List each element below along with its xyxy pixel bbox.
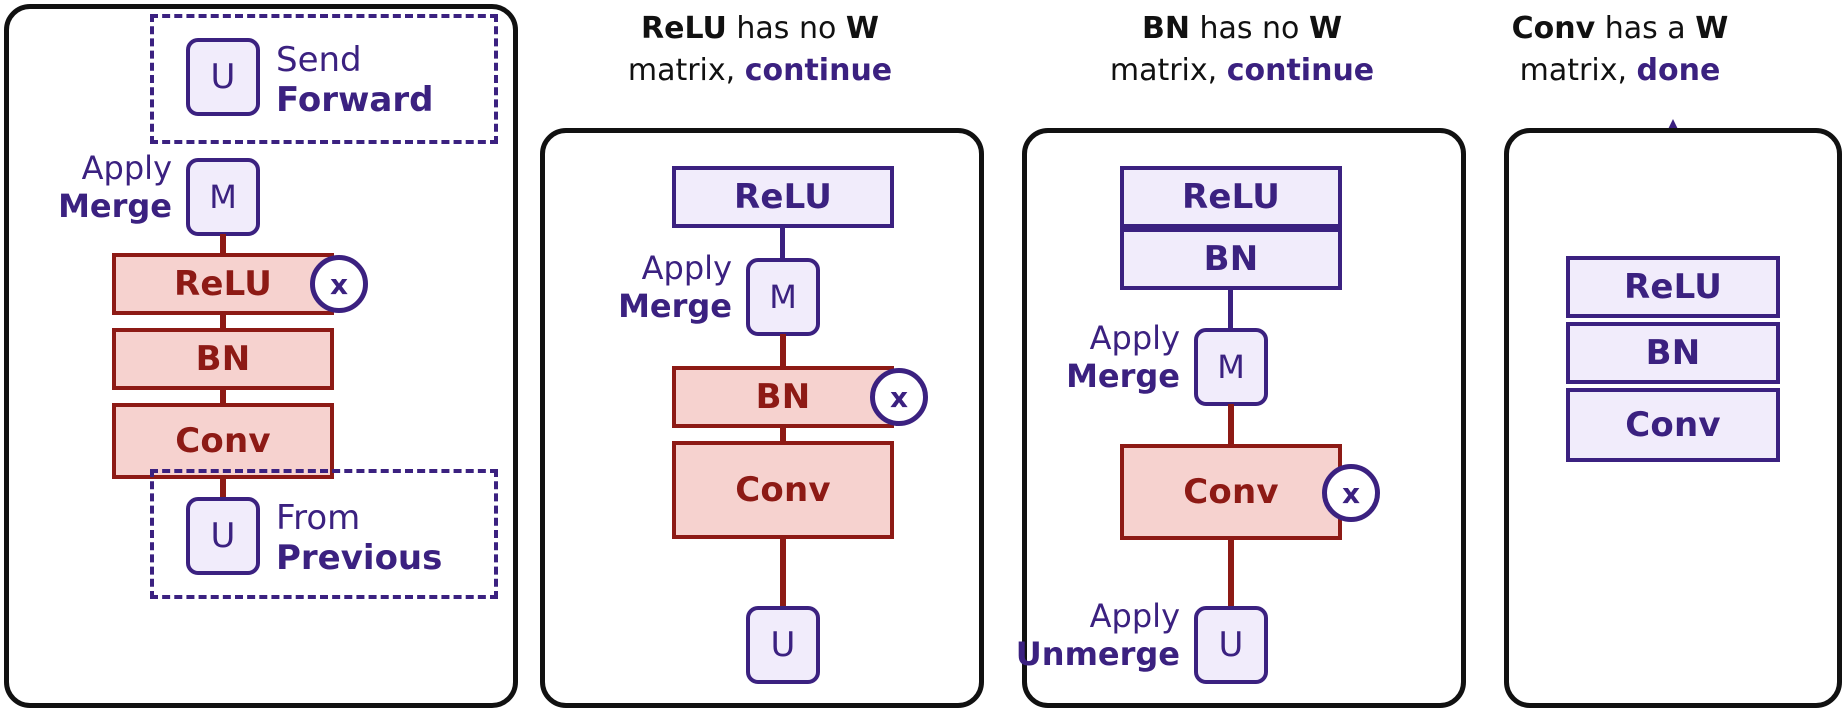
panel2-apply-merge-label: Apply Merge bbox=[570, 249, 732, 326]
panel3-apply-unmerge-line1: Apply bbox=[1089, 597, 1180, 635]
panel3-apply-unmerge-label: Apply Unmerge bbox=[1002, 597, 1180, 674]
panel1-wire-relu-to-bn bbox=[220, 313, 226, 331]
panel3-apply-merge-line2: Merge bbox=[1066, 356, 1180, 395]
panel1-layer-conv[interactable]: Conv bbox=[112, 403, 334, 479]
panel3-wire-bn-to-m bbox=[1228, 288, 1233, 330]
panel-2-caption-line2: matrix, continue bbox=[540, 50, 980, 92]
panel1-wire-m-to-relu bbox=[220, 234, 226, 256]
send-forward-unit-u[interactable]: U bbox=[186, 38, 260, 116]
panel-4-caption-rest1: has a bbox=[1595, 11, 1696, 46]
panel3-multiply-node[interactable]: x bbox=[1322, 464, 1380, 522]
panel3-layer-bn[interactable]: BN bbox=[1120, 228, 1342, 290]
panel4-layer-bn[interactable]: BN bbox=[1566, 322, 1780, 384]
apply-merge-line2: Merge bbox=[58, 186, 172, 225]
panel-3-caption-accent: continue bbox=[1226, 53, 1375, 88]
from-previous-unit-u[interactable]: U bbox=[186, 497, 260, 575]
panel-3-caption-rest1: has no bbox=[1189, 11, 1309, 46]
panel1-layer-bn[interactable]: BN bbox=[112, 328, 334, 390]
panel4-layer-conv[interactable]: Conv bbox=[1566, 388, 1780, 462]
panel-3-caption-rest2: matrix, bbox=[1109, 53, 1227, 88]
panel-3-caption-line1: BN has no W bbox=[1022, 8, 1462, 50]
panel-4-caption: Conv has a W matrix, done bbox=[1400, 8, 1840, 92]
panel-4-caption-rest2: matrix, bbox=[1519, 53, 1637, 88]
panel3-wire-m-to-conv bbox=[1228, 404, 1234, 446]
panel2-bottom-unit-u[interactable]: U bbox=[746, 606, 820, 684]
panel-4-caption-line2: matrix, done bbox=[1400, 50, 1840, 92]
panel2-apply-merge-line1: Apply bbox=[641, 249, 732, 287]
panel3-layer-conv[interactable]: Conv bbox=[1120, 444, 1342, 540]
panel3-apply-merge-label: Apply Merge bbox=[1018, 319, 1180, 396]
panel-2-caption-rest2: matrix, bbox=[627, 53, 745, 88]
panel-2-caption-rest1: has no bbox=[726, 11, 846, 46]
panel2-layer-conv[interactable]: Conv bbox=[672, 441, 894, 539]
panel-3-caption-line2: matrix, continue bbox=[1022, 50, 1462, 92]
panel-2-caption-line1: ReLU has no W bbox=[540, 8, 980, 50]
panel-3-caption-bold-layer: BN bbox=[1141, 11, 1190, 46]
from-previous-dashed-region bbox=[150, 469, 498, 599]
send-forward-dashed-region bbox=[150, 14, 498, 144]
panel2-layer-bn[interactable]: BN bbox=[672, 366, 894, 428]
panel2-apply-merge-line2: Merge bbox=[618, 286, 732, 325]
panel-3-caption: BN has no W matrix, continue bbox=[1022, 8, 1462, 92]
apply-merge-line1: Apply bbox=[81, 149, 172, 187]
send-forward-label: Send Forward bbox=[276, 40, 486, 120]
panel-3-caption-bold-w: W bbox=[1308, 11, 1343, 46]
panel1-merge-unit-m[interactable]: M bbox=[186, 158, 260, 236]
send-forward-label-line1: Send bbox=[276, 40, 362, 80]
panel1-apply-merge-label: Apply Merge bbox=[10, 149, 172, 226]
from-previous-label-line2: Previous bbox=[276, 538, 443, 579]
panel-4-caption-line1: Conv has a W bbox=[1400, 8, 1840, 50]
from-previous-label-line1: From bbox=[276, 498, 361, 538]
panel2-multiply-node[interactable]: x bbox=[870, 368, 928, 426]
panel-2-caption-accent: continue bbox=[744, 53, 893, 88]
panel1-wire-bn-to-conv bbox=[220, 388, 226, 406]
panel-4-caption-bold-layer: Conv bbox=[1511, 11, 1596, 46]
panel-2-caption-bold-w: W bbox=[845, 11, 879, 46]
panel3-apply-merge-line1: Apply bbox=[1089, 319, 1180, 357]
panel-2-caption-bold-layer: ReLU bbox=[641, 11, 727, 46]
send-forward-label-line2: Forward bbox=[276, 80, 434, 121]
panel2-wire-relu-to-m bbox=[780, 226, 785, 262]
panel2-merge-unit-m[interactable]: M bbox=[746, 258, 820, 336]
from-previous-label: From Previous bbox=[276, 498, 498, 578]
panel2-wire-conv-to-u bbox=[780, 537, 786, 611]
panel3-layer-relu[interactable]: ReLU bbox=[1120, 166, 1342, 228]
panel2-wire-bn-to-conv bbox=[780, 426, 786, 444]
panel3-apply-unmerge-line2: Unmerge bbox=[1015, 634, 1180, 673]
panel-4-caption-accent: done bbox=[1636, 53, 1721, 88]
panel1-multiply-node[interactable]: x bbox=[310, 255, 368, 313]
panel4-layer-relu[interactable]: ReLU bbox=[1566, 256, 1780, 318]
panel3-merge-unit-m[interactable]: M bbox=[1194, 328, 1268, 406]
panel-4-caption-bold-w: W bbox=[1695, 11, 1729, 46]
panel2-wire-m-to-bn bbox=[780, 334, 786, 368]
panel2-layer-relu[interactable]: ReLU bbox=[672, 166, 894, 228]
panel1-layer-relu[interactable]: ReLU bbox=[112, 253, 334, 315]
panel-2-caption: ReLU has no W matrix, continue bbox=[540, 8, 980, 92]
panel3-unmerge-unit-u[interactable]: U bbox=[1194, 606, 1268, 684]
panel3-wire-conv-to-u bbox=[1228, 538, 1234, 610]
